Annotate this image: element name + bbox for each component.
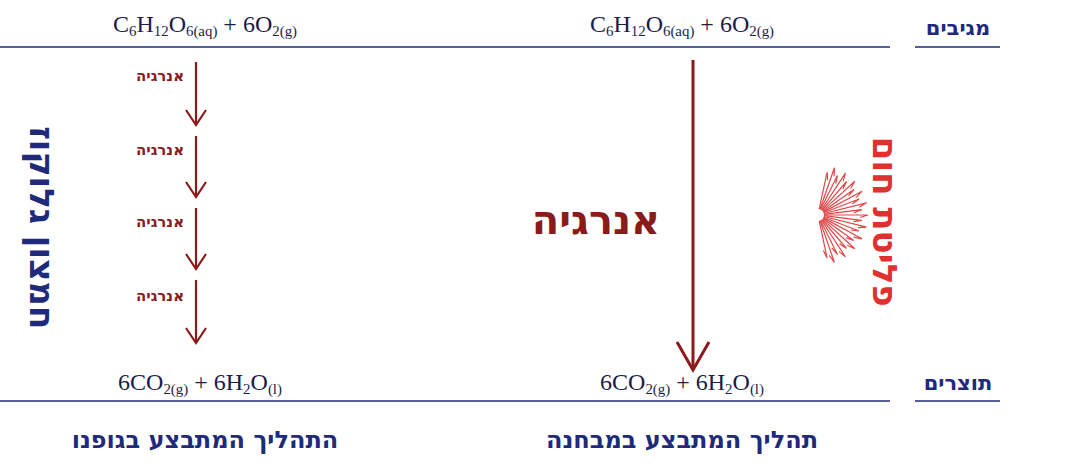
heat-ray [820, 221, 834, 263]
caption: התהליך המתבצע בגופנו [72, 427, 339, 453]
products-line [0, 400, 890, 402]
energy-label: אנרגיה [136, 68, 184, 85]
small-energy-arrows [186, 62, 206, 343]
heading-underline [915, 400, 1000, 402]
reactants-line [0, 46, 890, 48]
heat-ray [824, 210, 862, 215]
energy-label: אנרגיה [136, 142, 184, 159]
energy-label: אנרגיה [136, 214, 184, 231]
products-formula: 6CO2(g) + 6H2O(l) [118, 369, 282, 395]
energy-label: אנרגיה [532, 198, 660, 242]
heat-rays [819, 168, 868, 263]
heat-ray [819, 221, 827, 258]
heat-ray [820, 168, 834, 210]
heat-ray [821, 220, 845, 257]
heat-ray [824, 203, 867, 214]
heat-release-label: פליטת חום [865, 137, 902, 307]
reactants-formula: C6H12O6(aq) + 6O2(g) [113, 11, 297, 37]
products-formula: 6CO2(g) + 6H2O(l) [600, 369, 764, 395]
energy-label: אנרגיה [136, 288, 184, 305]
heat-ray [824, 217, 859, 231]
process-name: חמצון גלוקוז [23, 126, 60, 329]
reactants-formula: C6H12O6(aq) + 6O2(g) [590, 11, 774, 37]
section-heading: תוצרים [924, 372, 993, 395]
section-heading: מגיבים [926, 17, 990, 40]
heat-ray [822, 220, 847, 249]
big-energy-arrow [677, 60, 709, 370]
heat-ray [823, 190, 854, 212]
caption: תהליך המתבצע במבחנה [546, 427, 818, 453]
heading-underline [915, 46, 1000, 48]
